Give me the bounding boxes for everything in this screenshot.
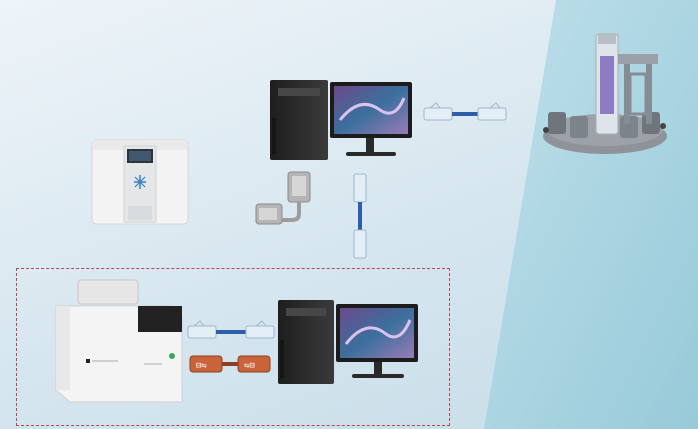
- ethernet-cable-top: [423, 102, 507, 121]
- svg-text:⇋⊟: ⇋⊟: [244, 361, 255, 371]
- workstation-top: [270, 80, 412, 160]
- ethernet-cable-bottom: [187, 320, 275, 339]
- serial-cable: [255, 171, 311, 225]
- benchtop-instrument: [91, 139, 189, 225]
- ethernet-cable-vertical: [353, 173, 367, 259]
- analyzer-bottom: [55, 279, 183, 403]
- autosampler-carousel: [543, 33, 667, 154]
- snowflake-logo-icon: [134, 175, 146, 189]
- dashed-group-box: [16, 268, 450, 426]
- usb-cable-orange: ⊟⇋ ⇋⊟: [189, 355, 271, 373]
- workstation-bottom: [278, 300, 418, 384]
- svg-text:⊟⇋: ⊟⇋: [196, 361, 207, 371]
